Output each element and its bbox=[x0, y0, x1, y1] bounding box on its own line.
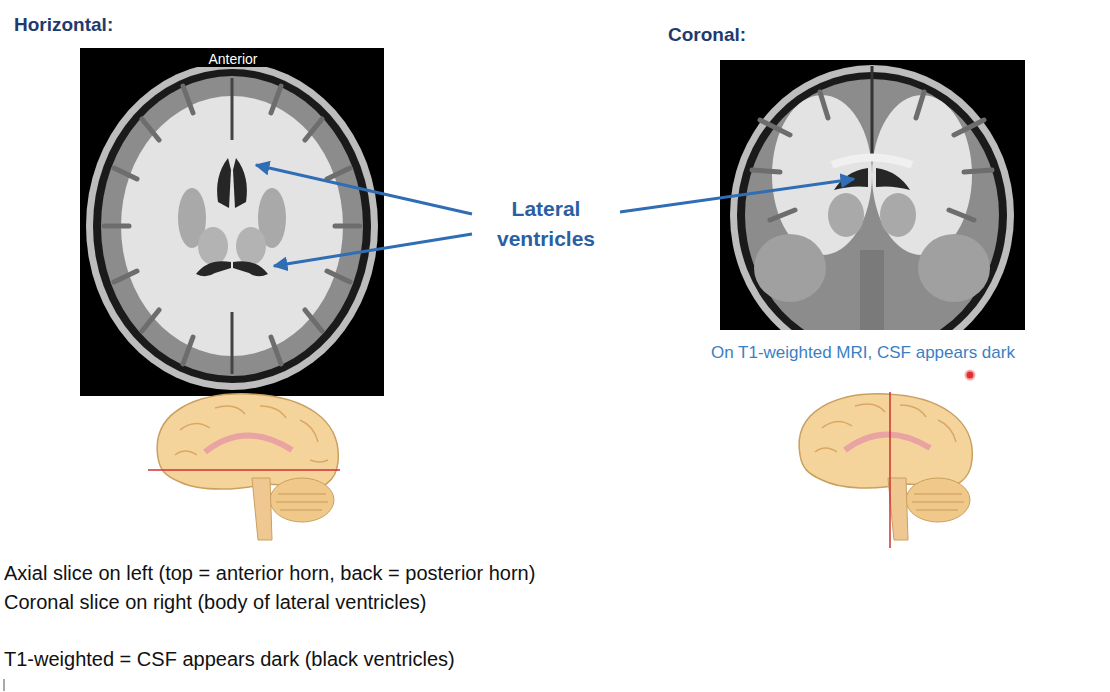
text-cursor bbox=[4, 679, 5, 691]
panel-heading: Coronal: bbox=[668, 24, 746, 46]
pointer-dot bbox=[966, 371, 975, 380]
note-line: Axial slice on left (top = anterior horn… bbox=[4, 562, 535, 585]
note-line: Coronal slice on right (body of lateral … bbox=[4, 591, 426, 614]
orientation-label: Anterior bbox=[190, 51, 276, 67]
sagittal-brain-illustration bbox=[148, 394, 340, 540]
structure-callout: Lateral ventricles bbox=[476, 194, 616, 254]
axial-mri bbox=[80, 48, 384, 396]
panel-heading: Horizontal: bbox=[14, 14, 113, 36]
image-caption: On T1-weighted MRI, CSF appears dark bbox=[711, 343, 1015, 363]
leader-arrows bbox=[256, 165, 854, 266]
note-line: T1-weighted = CSF appears dark (black ve… bbox=[4, 648, 455, 671]
sagittal-brain-illustration bbox=[799, 392, 972, 548]
coronal-mri bbox=[720, 60, 1025, 330]
